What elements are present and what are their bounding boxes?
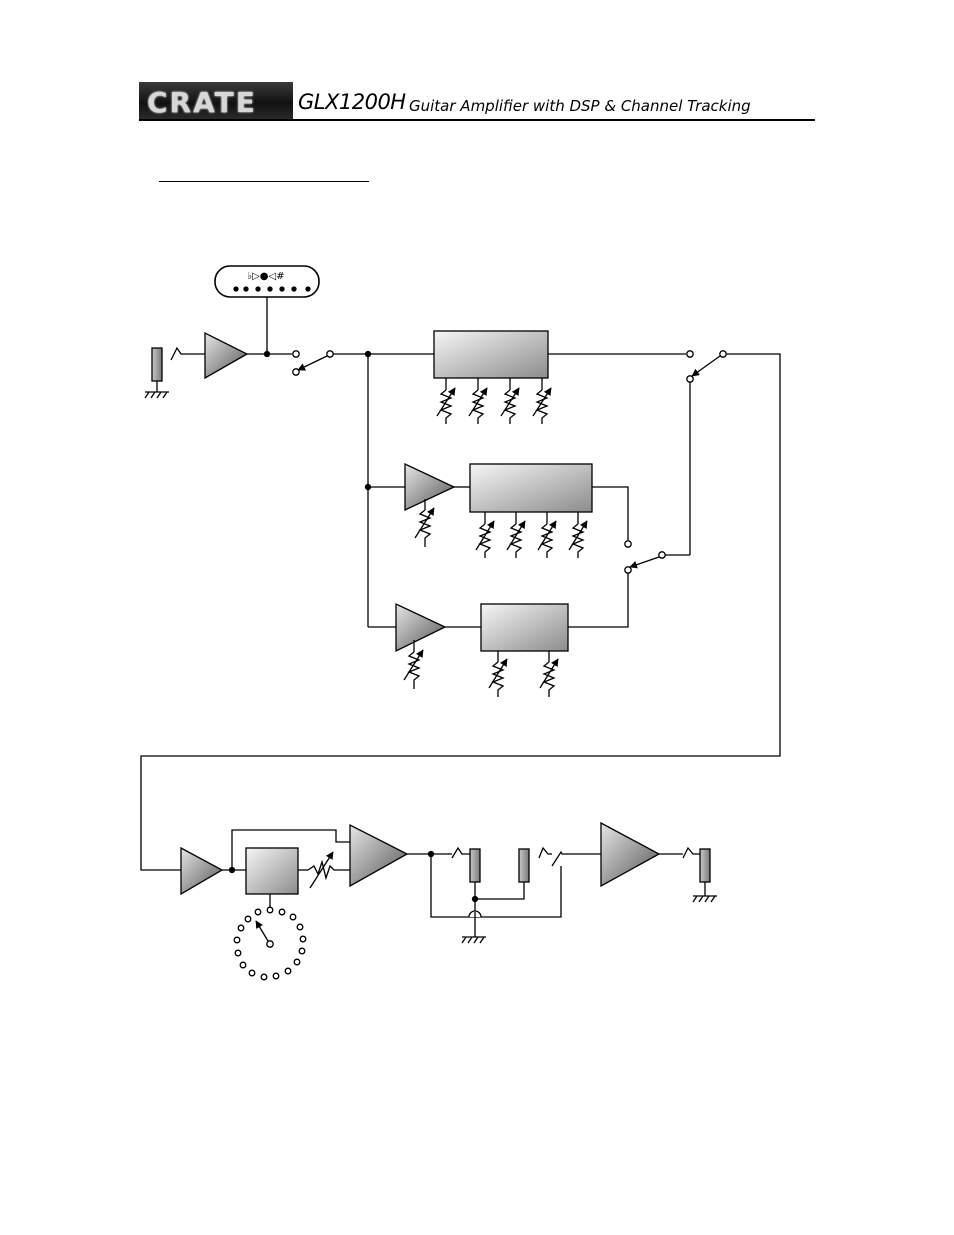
logo-text: CRATE — [147, 86, 257, 119]
send-plug — [451, 846, 470, 859]
input-switch[interactable] — [292, 350, 334, 376]
input-jack[interactable] — [144, 347, 169, 399]
fx-send-jack[interactable] — [469, 848, 481, 883]
fx-loop-wire — [430, 854, 562, 918]
effects-selector-knob[interactable] — [233, 906, 307, 981]
channel-switch-a[interactable] — [686, 350, 727, 383]
channel-3-preamp — [395, 602, 447, 653]
speaker-output-jack[interactable] — [692, 848, 717, 903]
dsp-block-3 — [480, 603, 569, 652]
page-header: CRATE GLX1200H Guitar Amplifier with DSP… — [139, 82, 815, 122]
dsp-block-1 — [433, 330, 549, 379]
input-plug-wire — [170, 346, 205, 361]
tuner-symbols: ♭▷●◁# — [247, 271, 284, 282]
power-amp — [600, 821, 661, 888]
dsp-block-3-controls[interactable] — [488, 651, 559, 697]
power-mixer-amp — [349, 823, 409, 888]
model-name: GLX1200H — [298, 90, 406, 114]
input-preamp — [204, 331, 249, 380]
effects-processor-block — [245, 847, 299, 895]
channel-switch-b[interactable] — [624, 540, 666, 574]
header-rule — [139, 119, 815, 121]
return-switch-wire — [551, 850, 601, 867]
channel-2-gain-control[interactable] — [414, 499, 435, 547]
tuner-display — [214, 265, 320, 298]
effects-level-control[interactable] — [307, 851, 350, 889]
channel-2-preamp — [404, 462, 456, 512]
dsp-block-1-controls[interactable] — [436, 378, 552, 424]
fx-buffer-amp — [180, 846, 224, 896]
fx-return-jack[interactable] — [518, 848, 530, 883]
section-heading-underline — [159, 181, 369, 182]
dsp-block-2-controls[interactable] — [475, 512, 588, 558]
channel-3-gain-control[interactable] — [403, 640, 424, 689]
dry-path-wire — [231, 829, 350, 870]
crate-logo: CRATE — [139, 82, 293, 120]
ground-symbol-loop — [461, 936, 486, 944]
header-subtitle: Guitar Amplifier with DSP & Channel Trac… — [409, 97, 751, 115]
dsp-block-2 — [469, 463, 593, 513]
signal-return-wire — [140, 353, 781, 871]
